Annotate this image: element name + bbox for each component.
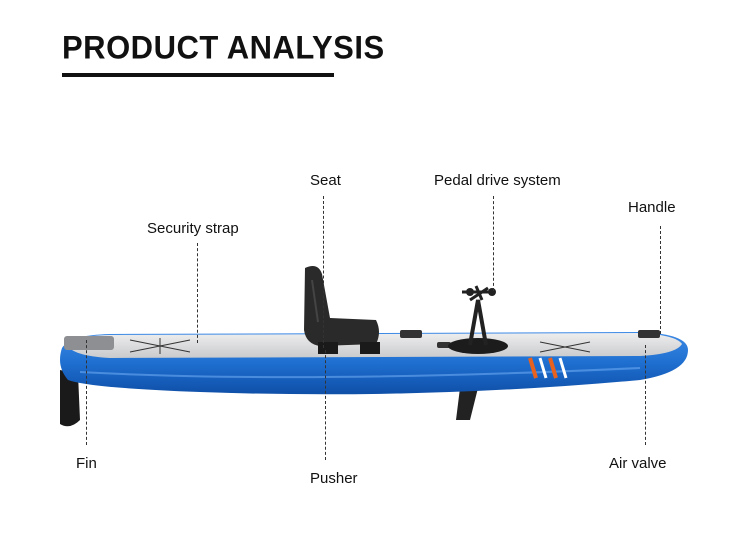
pedal-drive-base [448,338,508,354]
pedal-drive-mast [468,299,488,346]
page-title: PRODUCT ANALYSIS [62,29,385,66]
pusher [456,388,478,420]
seat-leader [323,196,324,348]
seat [304,266,379,346]
handle-leader [660,226,661,334]
label-pusher: Pusher [310,470,358,487]
title-underline [62,73,334,77]
label-fin: Fin [76,455,97,472]
label-handle: Handle [628,199,676,216]
label-security-strap: Security strap [147,220,239,237]
label-pedal-drive-system: Pedal drive system [434,172,561,189]
label-seat: Seat [310,172,341,189]
pusher-leader [325,350,326,460]
fin [60,370,80,427]
label-air-valve: Air valve [609,455,667,472]
fin-leader [86,340,87,445]
air-valve-leader [645,345,646,445]
security-strap-leader [197,243,198,343]
pedal-drive-leader [493,196,494,291]
